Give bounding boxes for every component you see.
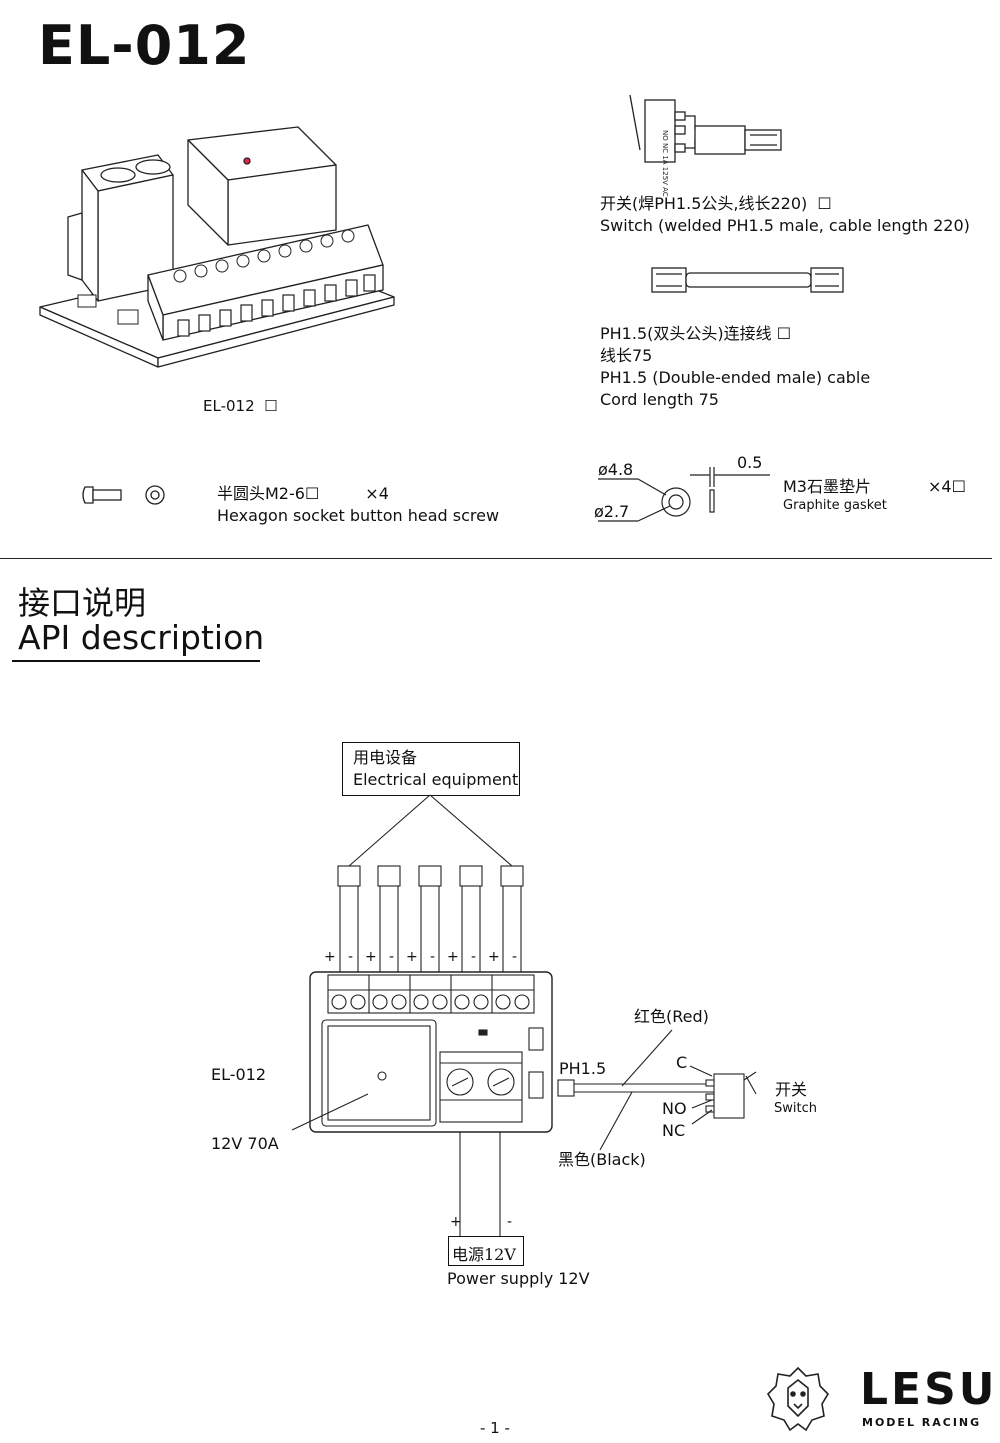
power-label-cn: 电源12V <box>452 1245 516 1264</box>
gasket-desc-en: Graphite gasket <box>783 498 887 513</box>
section-divider <box>0 558 992 559</box>
pin-no-label: NO <box>662 1099 687 1118</box>
terminal-polarity-5: + <box>406 949 418 965</box>
pin-nc-label: NC <box>662 1121 686 1140</box>
wire-red-label: 红色(Red) <box>634 1007 709 1026</box>
switch-desc-cn-text: 开关(焊PH1.5公头,线长220) <box>600 194 808 213</box>
section-title-underline <box>12 660 260 662</box>
switch-label-en: Switch <box>774 1101 817 1116</box>
section-title-en: API description <box>18 618 265 657</box>
equipment-label-cn: 用电设备 <box>353 748 418 767</box>
equipment-box <box>342 742 520 796</box>
cable-desc-cn-text: PH1.5(双头公头)连接线 <box>600 324 772 343</box>
page-number: - 1 - <box>480 1419 510 1437</box>
terminal-polarity-2: - <box>348 949 354 965</box>
module-label-text: EL-012 <box>203 397 255 415</box>
screw-desc-cn-text: 半圆头M2-6☐ <box>217 484 320 503</box>
gasket-outer-dim: ø4.8 <box>598 460 634 479</box>
terminal-polarity-7: + <box>447 949 459 965</box>
terminal-polarity-8: - <box>471 949 477 965</box>
screw-desc-en: Hexagon socket button head screw <box>217 506 500 525</box>
power-minus-label: - <box>507 1214 513 1230</box>
relay-module-illustration <box>39 126 395 368</box>
wire-black-label: 黑色(Black) <box>558 1150 646 1169</box>
micro-switch-icon: NO NC 1A 125V AC <box>629 94 782 197</box>
power-box <box>448 1236 524 1266</box>
cable-desc-cn: PH1.5(双头公头)连接线 ☐ <box>600 323 791 345</box>
gasket-desc-cn: M3石墨垫片 <box>783 477 871 496</box>
brand-logo-text: LESU <box>860 1364 998 1415</box>
gasket-drawing <box>598 467 770 522</box>
cable-checkbox: ☐ <box>776 324 792 343</box>
lion-logo-icon <box>766 1366 830 1432</box>
ph-cable-icon <box>651 267 844 293</box>
cable-length-en: Cord length 75 <box>600 390 719 409</box>
pin-c-label: C <box>676 1053 688 1072</box>
switch-desc-en: Switch (welded PH1.5 male, cable length … <box>600 216 970 235</box>
terminal-polarity-3: + <box>365 949 377 965</box>
gasket-inner-dim: ø2.7 <box>594 502 630 521</box>
terminal-polarity-4: - <box>389 949 395 965</box>
cable-length-cn: 线长75 <box>600 346 653 365</box>
power-label-en: Power supply 12V <box>447 1269 590 1288</box>
screw-qty: ×4 <box>365 484 389 503</box>
diagram-module-label: EL-012 <box>211 1065 267 1084</box>
brand-logo-subtext: MODEL RACING <box>862 1416 982 1429</box>
switch-checkbox: ☐ <box>817 194 832 213</box>
cable-desc-en: PH1.5 (Double-ended male) cable <box>600 368 871 387</box>
switch-desc-cn: 开关(焊PH1.5公头,线长220) ☐ <box>600 193 832 215</box>
module-checkbox: ☐ <box>264 397 278 415</box>
screw-icon <box>82 485 165 505</box>
gasket-thickness-dim: 0.5 <box>737 453 763 472</box>
terminal-polarity-6: - <box>430 949 436 965</box>
switch-label-cn: 开关 <box>775 1080 808 1099</box>
power-plus-label: + <box>450 1214 462 1230</box>
module-label: EL-012 ☐ <box>203 396 278 416</box>
diagram-relay-label: 12V 70A <box>211 1134 279 1153</box>
svg-text:NO NC 1A 125V AC: NO NC 1A 125V AC <box>661 130 669 197</box>
equipment-label-en: Electrical equipment <box>353 770 519 789</box>
gasket-qty: ×4☐ <box>928 477 966 496</box>
section-title-cn: 接口说明 <box>18 584 147 622</box>
terminal-polarity-9: + <box>488 949 500 965</box>
terminal-polarity-1: + <box>324 949 336 965</box>
terminal-polarity-10: - <box>512 949 518 965</box>
diagram-connector-label: PH1.5 <box>559 1059 607 1078</box>
screw-desc-cn: 半圆头M2-6☐ ×4 <box>217 483 389 505</box>
model-title: EL-012 <box>38 14 251 77</box>
